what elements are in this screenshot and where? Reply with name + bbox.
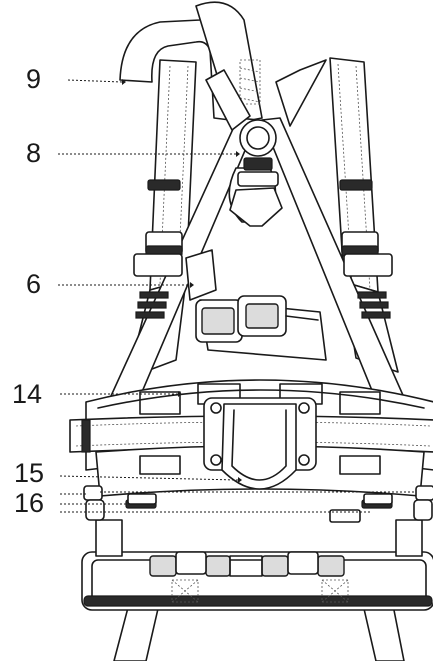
leader-9 <box>67 79 123 83</box>
callout-6: 6 <box>26 269 42 299</box>
callout-8: 8 <box>26 138 42 168</box>
shoulder-adjusters-right <box>339 179 393 277</box>
callout-16: 16 <box>14 488 45 518</box>
dorsal-ring-plate <box>228 119 283 227</box>
chest-strap <box>185 249 327 361</box>
leg-loop-pads <box>81 551 433 611</box>
rear-attachment-ring <box>203 397 317 490</box>
strap-keepers <box>135 291 391 319</box>
side-ring-right <box>329 485 433 523</box>
leg-buckles <box>149 551 345 577</box>
shoulder-top-loop <box>119 1 263 125</box>
leg-stitching-left <box>171 579 199 603</box>
callout-15: 15 <box>14 458 45 488</box>
callout-14: 14 <box>12 379 43 409</box>
leader-15 <box>59 475 239 481</box>
leader-lines <box>58 79 416 513</box>
shoulder-adjusters-left <box>133 179 183 277</box>
callout-9: 9 <box>26 64 42 94</box>
leg-strap-connectors <box>95 519 423 557</box>
leg-stitching-right <box>321 579 349 603</box>
top-loop-stitching <box>239 59 261 105</box>
side-ring-left <box>83 485 157 521</box>
